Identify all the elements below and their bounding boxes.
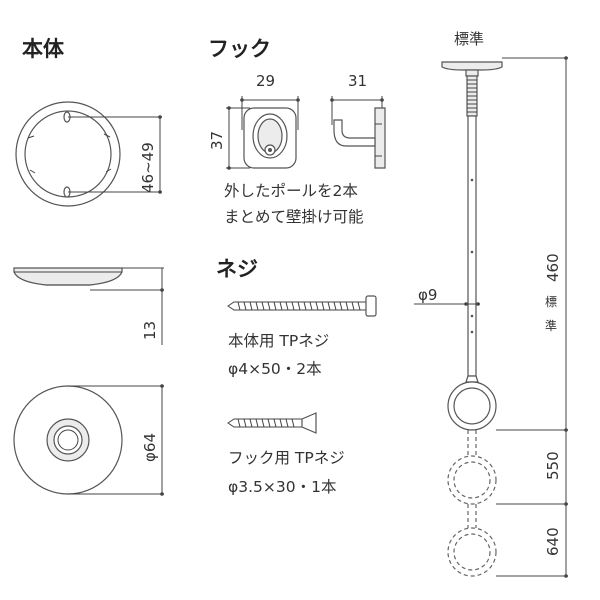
hook-screw-drawing — [227, 412, 317, 434]
screw-section-title: ネジ — [216, 257, 258, 281]
base-diameter-dimension: φ64 — [68, 384, 164, 496]
pole-standard-label-1: 標 — [545, 295, 557, 309]
hook-height-label: 37 — [208, 131, 226, 150]
hook-front-dimension: 37 — [208, 96, 300, 170]
pole-diameter-label: φ9 — [418, 286, 437, 304]
pole-drawing — [441, 61, 503, 431]
base-height-label: 13 — [141, 321, 159, 340]
hook-side-dimension — [330, 96, 384, 125]
hook-screw-line2: φ3.5×30・1本 — [228, 478, 336, 496]
pole-460-label: 460 — [544, 253, 562, 282]
pole-standard-label-2: 準 — [545, 318, 557, 333]
hook-section-title: フック — [208, 37, 271, 61]
pole-ghost-rings — [447, 430, 497, 577]
hook-front-view — [243, 107, 297, 169]
body-section-title: 本体 — [22, 37, 65, 61]
base-height-dimension: 13 — [90, 267, 164, 345]
base-top-view — [15, 101, 121, 207]
hook-screw-line1: フック用 TPネジ — [228, 449, 345, 467]
base-width-label: 46~49 — [139, 142, 157, 193]
pole-length-dimensions: 460 標 準 550 640 — [496, 56, 568, 578]
hook-front-width-label: 29 — [256, 72, 275, 90]
base-side-view — [13, 267, 123, 286]
body-screw-line1: 本体用 TPネジ — [228, 332, 329, 350]
pole-550-label: 550 — [544, 451, 562, 480]
body-screw-drawing — [227, 295, 377, 317]
hook-note-line2: まとめて壁掛け可能 — [224, 208, 364, 226]
pole-640-label: 640 — [544, 527, 562, 556]
hook-side-width-label: 31 — [348, 72, 367, 90]
body-screw-line2: φ4×50・2本 — [228, 360, 322, 378]
hook-side-view — [333, 107, 386, 169]
base-diameter-label: φ64 — [141, 433, 159, 462]
pole-top-label: 標準 — [454, 30, 484, 48]
pole-diameter-dimension: φ9 — [414, 286, 480, 306]
base-bottom-view — [13, 385, 123, 495]
hook-note-line1: 外したポールを2本 — [224, 182, 358, 200]
base-top-dimension: 46~49 — [68, 115, 162, 194]
